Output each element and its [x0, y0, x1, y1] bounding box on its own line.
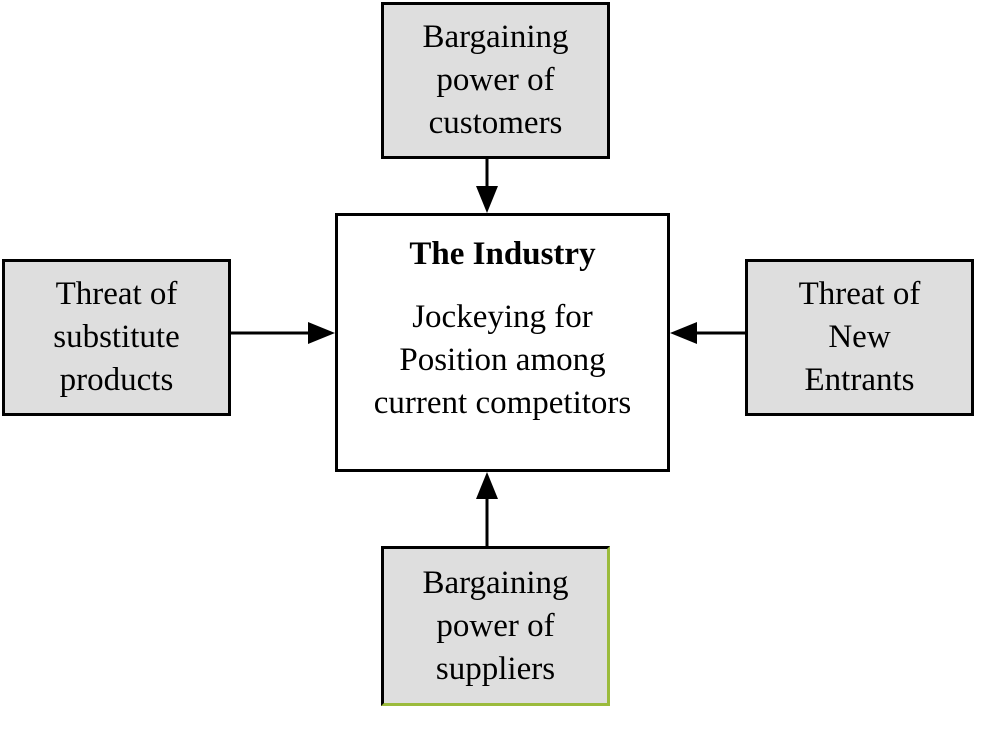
force-label-line: Threat of [55, 276, 178, 312]
arrowhead-left [308, 322, 335, 344]
force-label-line: substitute [53, 319, 180, 355]
force-label-line: Bargaining [422, 19, 569, 55]
industry-text-line: Position among [399, 342, 606, 378]
force-label-line: power of [436, 62, 555, 98]
industry-text-line: Jockeying for [412, 299, 593, 335]
arrowhead-right [670, 322, 697, 344]
suppliers-power-box: Bargaining power of suppliers [381, 546, 610, 706]
arrowhead-bottom [476, 472, 498, 499]
force-label-line: suppliers [435, 650, 556, 687]
force-label-line: products [59, 362, 174, 398]
new-entrants-threat-box: Threat of New Entrants [745, 259, 974, 416]
force-label-line: customers [428, 105, 563, 141]
customers-power-box: Bargaining power of customers [381, 2, 610, 159]
force-label-line: Threat of [798, 276, 921, 312]
industry-box: The Industry Jockeying for Position amon… [335, 213, 670, 472]
force-label-line: power of [436, 607, 555, 644]
force-label-line: New [828, 319, 891, 355]
substitutes-threat-box: Threat of substitute products [2, 259, 231, 416]
industry-text-line: current competitors [373, 385, 632, 421]
force-label-line: Bargaining [422, 564, 569, 601]
force-label-line: Entrants [804, 362, 915, 398]
arrowhead-top [476, 186, 498, 213]
industry-title: The Industry [409, 236, 596, 272]
